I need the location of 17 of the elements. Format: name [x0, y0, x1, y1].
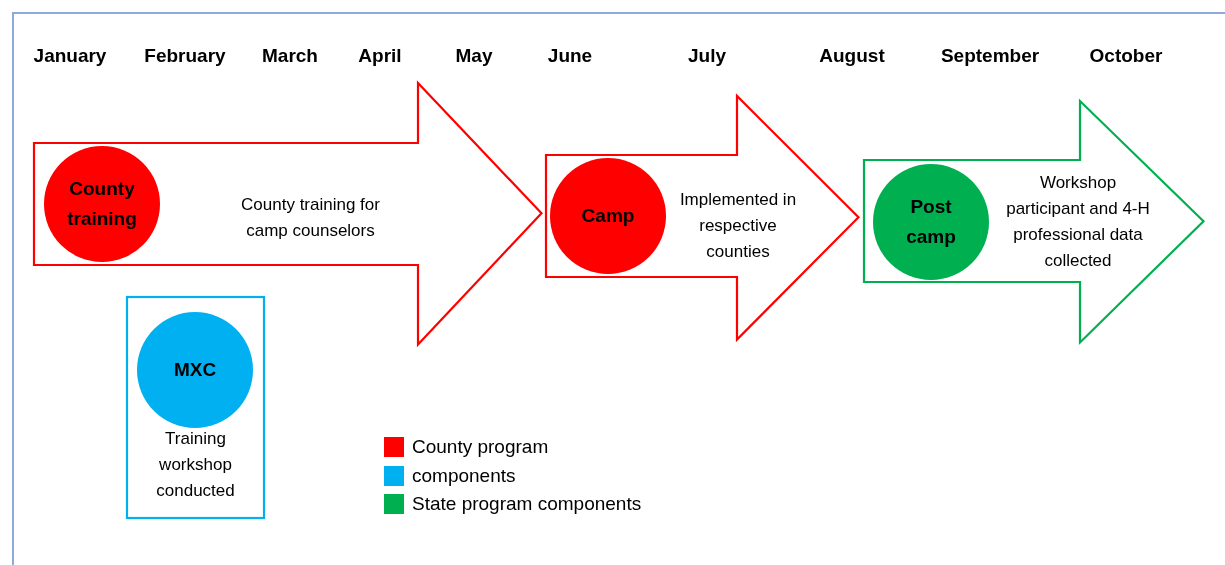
stage-description: Training workshop conducted: [155, 428, 236, 502]
stage-description: Implemented in respective counties: [678, 189, 798, 263]
stage-description: County training for camp counselors: [240, 194, 381, 242]
month-label: January: [33, 45, 107, 67]
month-label: February: [144, 45, 226, 67]
legend-label: components: [412, 464, 516, 487]
month-label: March: [262, 45, 318, 67]
legend-label: County program: [412, 436, 549, 458]
month-label: August: [819, 45, 885, 67]
month-label: April: [358, 45, 402, 67]
month-label: September: [940, 45, 1040, 67]
month-label: May: [455, 45, 493, 67]
month-label: June: [547, 45, 593, 67]
month-label: July: [688, 45, 726, 67]
legend-label: State program components: [412, 493, 642, 515]
stage-description: Workshop participant and 4-H professional data collected: [1005, 172, 1151, 272]
month-label: October: [1089, 45, 1163, 67]
